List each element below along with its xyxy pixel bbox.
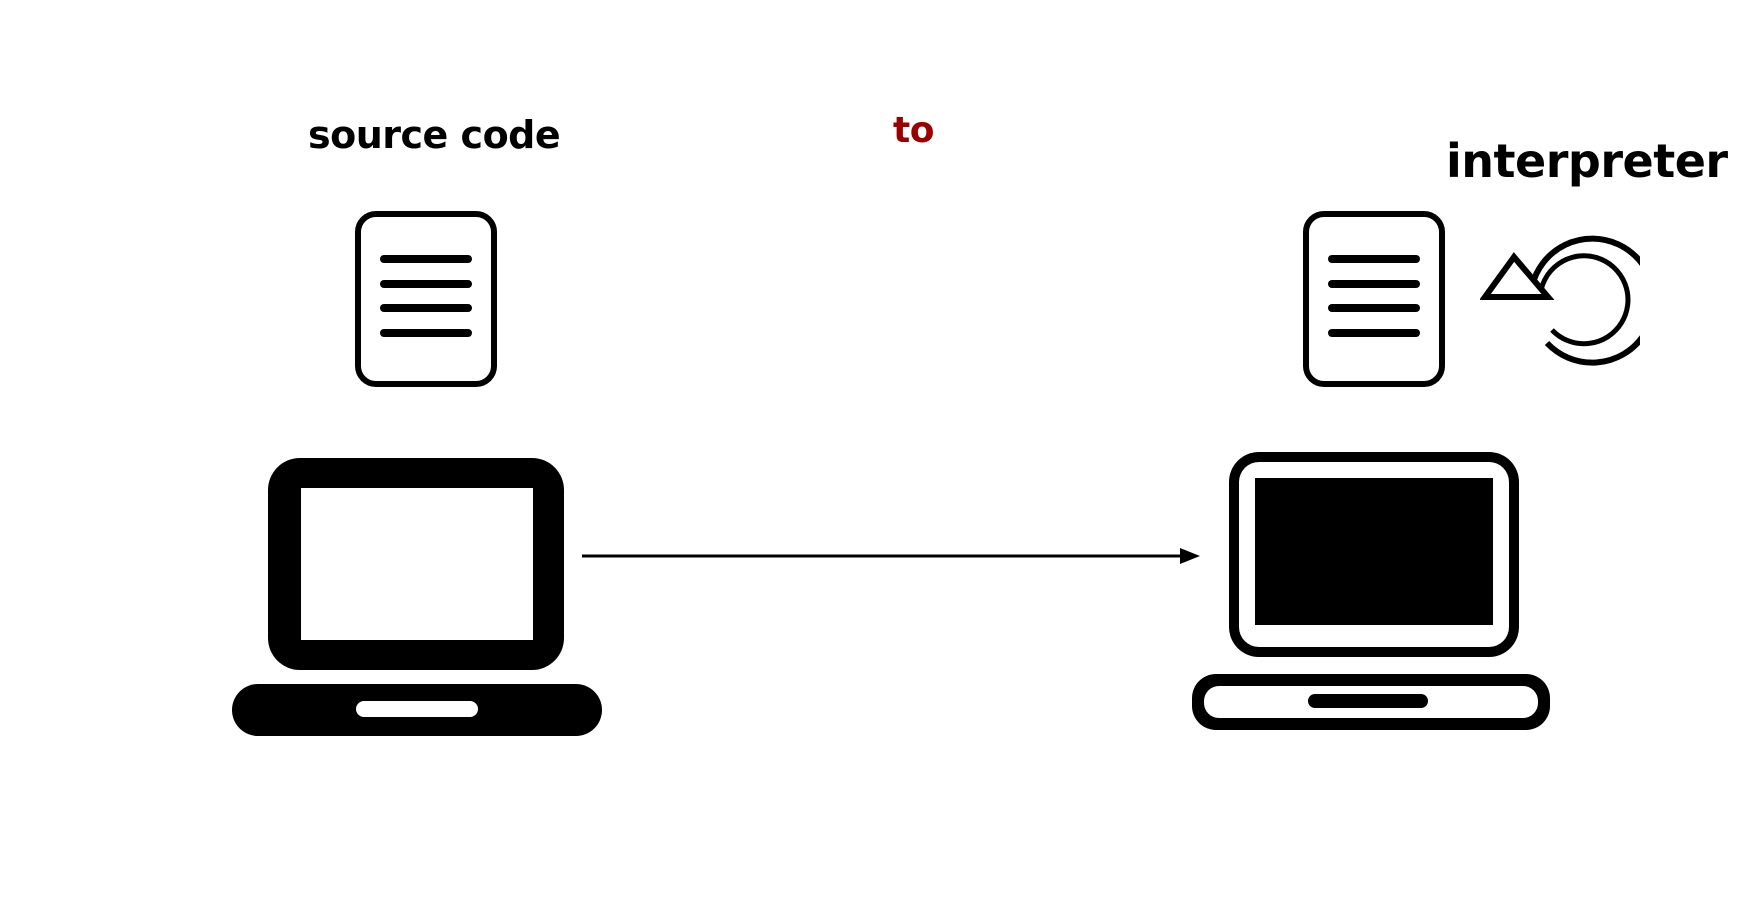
target-document-icon bbox=[1302, 210, 1448, 390]
source-document-icon bbox=[354, 210, 500, 390]
refresh-icon bbox=[1480, 230, 1640, 370]
target-laptop-icon bbox=[1188, 448, 1554, 736]
source-laptop-icon bbox=[230, 456, 606, 738]
source-code-label: source code bbox=[308, 113, 561, 157]
right-arrow-icon bbox=[582, 545, 1204, 569]
interpreter-label: interpreter bbox=[1446, 134, 1728, 188]
to-label: to bbox=[893, 110, 934, 151]
